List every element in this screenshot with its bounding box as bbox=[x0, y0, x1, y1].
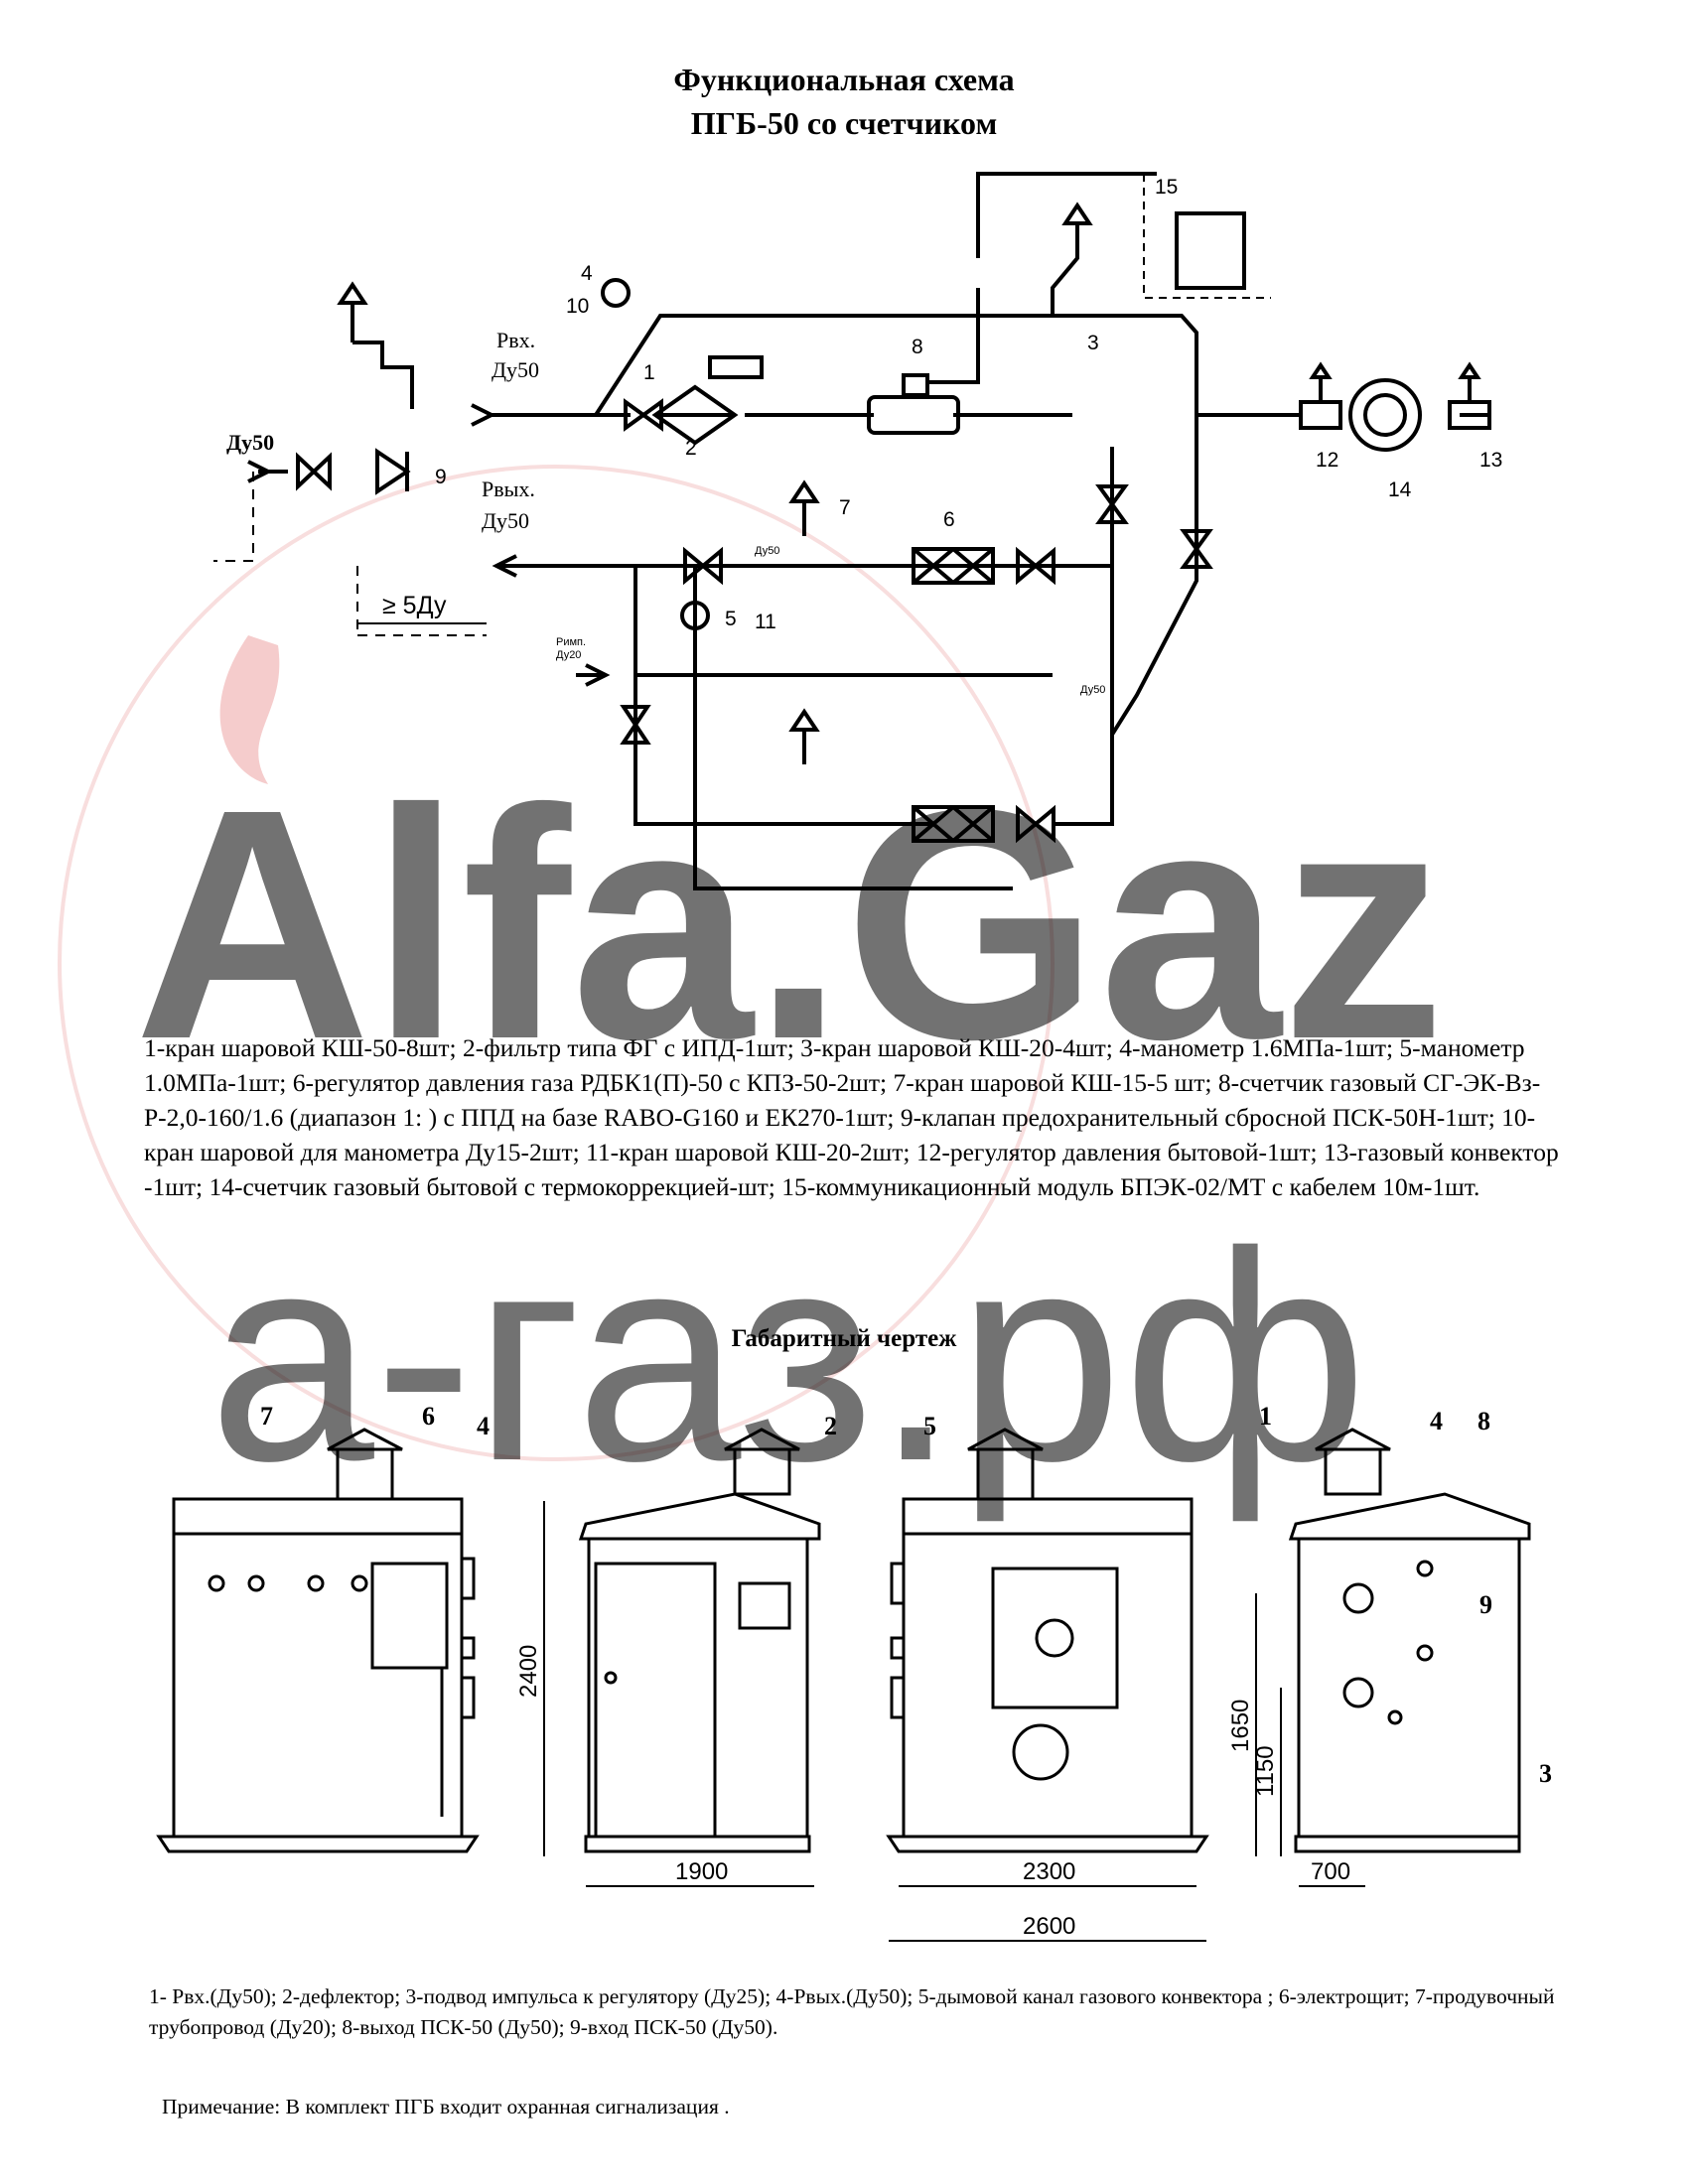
dim-width-total: 2600 bbox=[1023, 1913, 1075, 1940]
safety-valve-icon bbox=[375, 448, 411, 495]
callout-9: 9 bbox=[1479, 1590, 1492, 1619]
num-4: 4 bbox=[581, 262, 593, 285]
dim-h2: 1150 bbox=[1252, 1745, 1279, 1797]
impulse-label: Римп. bbox=[556, 636, 586, 648]
num-11: 11 bbox=[755, 611, 776, 633]
dim-depth: 700 bbox=[1311, 1858, 1350, 1885]
dim-width-side: 1900 bbox=[675, 1858, 728, 1885]
scheme-legend: 1-кран шаровой КШ-50-8шт; 2-фильтр типа … bbox=[144, 1033, 1559, 1201]
flow-arrows bbox=[247, 403, 611, 687]
view-back bbox=[156, 1428, 480, 1853]
num-10: 10 bbox=[566, 295, 589, 318]
functional-scheme: Рвх. Ду50 Рвых. Ду50 Ду50 ≥ 5Ду Римп. Ду… bbox=[213, 172, 1502, 890]
num-6: 6 bbox=[943, 508, 955, 531]
num-8: 8 bbox=[912, 336, 923, 358]
view-front bbox=[886, 1428, 1209, 1942]
filter-icon bbox=[651, 355, 764, 446]
num-7: 7 bbox=[839, 496, 851, 519]
num-15: 15 bbox=[1155, 176, 1178, 199]
dimension-drawing: 2400 1900 2300 2600 1650 1150 700 7 6 4 … bbox=[156, 1402, 1552, 1942]
dim-h1: 1650 bbox=[1227, 1700, 1254, 1752]
distance-label: ≥ 5Ду bbox=[382, 592, 447, 619]
gas-meter-icon bbox=[867, 373, 960, 435]
vent-size: Ду50 bbox=[226, 430, 274, 455]
callout-1: 1 bbox=[1259, 1402, 1272, 1431]
page-title: Функциональная схема bbox=[673, 62, 1015, 97]
scheme-pipelines bbox=[213, 172, 1489, 890]
outlet-label: Рвых. bbox=[482, 477, 535, 501]
household-meter-icon bbox=[1348, 378, 1422, 452]
num-12: 12 bbox=[1316, 449, 1338, 472]
outlet-size: Ду50 bbox=[482, 508, 529, 533]
view-side bbox=[543, 1428, 821, 1887]
num-1: 1 bbox=[643, 361, 655, 384]
callout-7: 7 bbox=[260, 1402, 273, 1431]
callout-8: 8 bbox=[1477, 1407, 1490, 1435]
convector-icon bbox=[1448, 361, 1491, 430]
impulse-size: Ду20 bbox=[556, 649, 581, 661]
callout-6: 6 bbox=[422, 1402, 435, 1431]
num-3: 3 bbox=[1087, 332, 1099, 354]
callout-4b: 4 bbox=[1430, 1407, 1443, 1435]
pipe-size-small: Ду50 bbox=[755, 545, 779, 557]
manometer-icons bbox=[601, 278, 710, 630]
num-5: 5 bbox=[725, 608, 737, 630]
callout-2: 2 bbox=[824, 1412, 837, 1440]
pipe-size-small-2: Ду50 bbox=[1080, 684, 1105, 696]
inlet-label: Рвх. bbox=[496, 328, 535, 352]
household-regulator-icon bbox=[1299, 361, 1342, 430]
drawing-title: Габаритный чертеж bbox=[731, 1325, 957, 1352]
num-14: 14 bbox=[1388, 478, 1412, 501]
dim-width-front: 2300 bbox=[1023, 1858, 1075, 1885]
callout-4a: 4 bbox=[477, 1412, 490, 1440]
vent-arrows bbox=[337, 202, 1093, 732]
regulator-icons bbox=[912, 547, 995, 843]
inlet-size: Ду50 bbox=[492, 357, 539, 382]
page-subtitle: ПГБ-50 со счетчиком bbox=[690, 105, 998, 141]
dim-height: 2400 bbox=[515, 1645, 542, 1698]
num-2: 2 bbox=[685, 437, 697, 460]
drawing-legend: 1- Рвх.(Ду50); 2-дефлектор; 3-подвод имп… bbox=[149, 1984, 1555, 2039]
callout-5: 5 bbox=[923, 1412, 936, 1440]
num-9: 9 bbox=[435, 466, 447, 488]
view-other-side bbox=[1255, 1428, 1531, 1887]
note: Примечание: В комплект ПГБ входит охранн… bbox=[162, 2095, 730, 2118]
num-13: 13 bbox=[1479, 449, 1502, 472]
ball-valve-icons bbox=[296, 398, 1213, 844]
callout-3: 3 bbox=[1539, 1759, 1552, 1788]
